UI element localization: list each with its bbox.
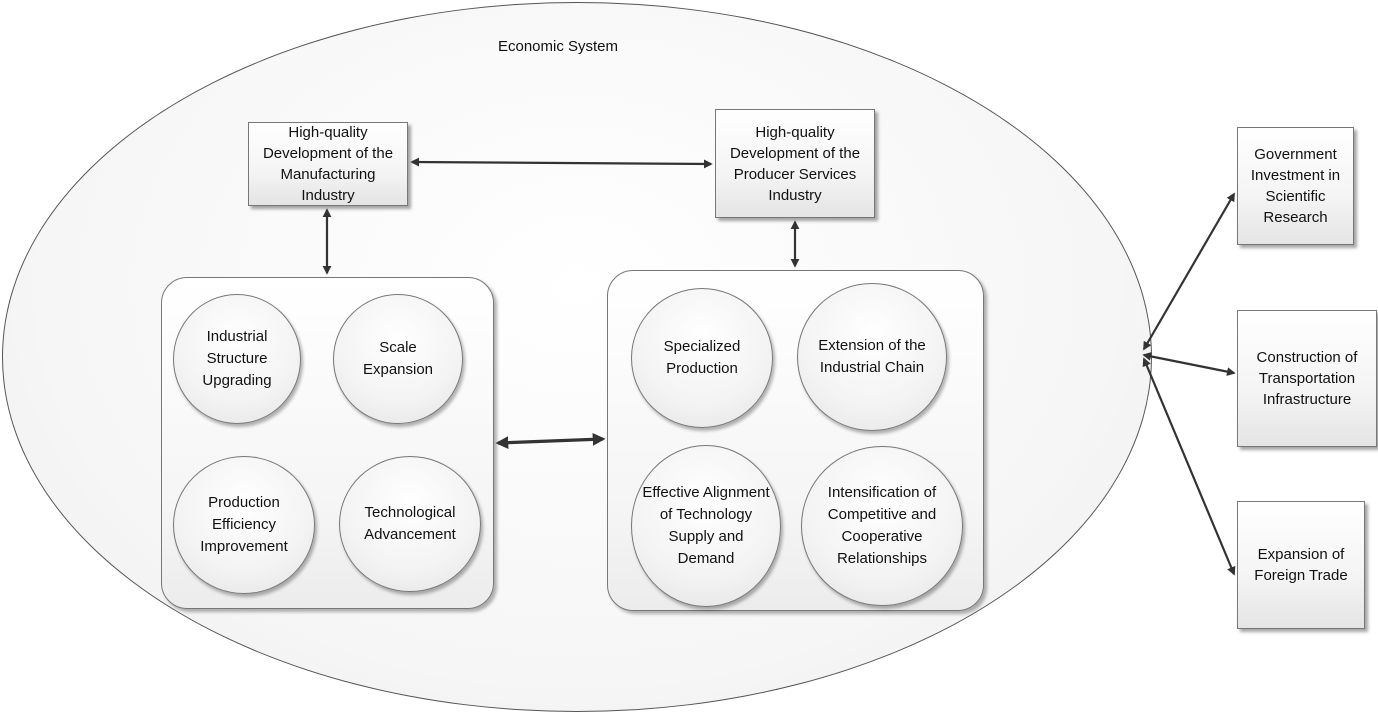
factor-industrial-structure-upgrading: Industrial Structure Upgrading — [173, 294, 301, 424]
manufacturing-development-box: High-quality Development of the Manufact… — [248, 122, 408, 206]
arrow-transportation-infrastructure — [1142, 352, 1236, 376]
factor-technological-advancement: Technological Advancement — [339, 456, 481, 592]
economic-system-title: Economic System — [497, 38, 619, 55]
producer-services-development-box: High-quality Development of the Producer… — [715, 109, 875, 218]
factor-technology-supply-demand-alignment: Effective Alignment of Technology Supply… — [631, 445, 781, 607]
factor-competitive-cooperative-relationships: Intensification of Competitive and Coope… — [801, 446, 963, 606]
arrow-manufacturing-producer — [410, 157, 713, 169]
arrow-government-investment — [1143, 192, 1235, 351]
external-government-investment-box: Government Investment in Scientific Rese… — [1237, 127, 1354, 245]
arrow-foreign-trade — [1142, 357, 1236, 576]
arrow-groups-link — [495, 432, 606, 450]
factor-scale-expansion: Scale Expansion — [333, 294, 463, 424]
factor-extension-of-industrial-chain: Extension of the Industrial Chain — [797, 283, 947, 431]
external-foreign-trade-box: Expansion of Foreign Trade — [1237, 501, 1365, 629]
factor-specialized-production: Specialized Production — [631, 288, 773, 428]
external-transportation-infrastructure-box: Construction of Transportation Infrastru… — [1237, 310, 1377, 447]
factor-production-efficiency-improvement: Production Efficiency Improvement — [173, 456, 315, 594]
